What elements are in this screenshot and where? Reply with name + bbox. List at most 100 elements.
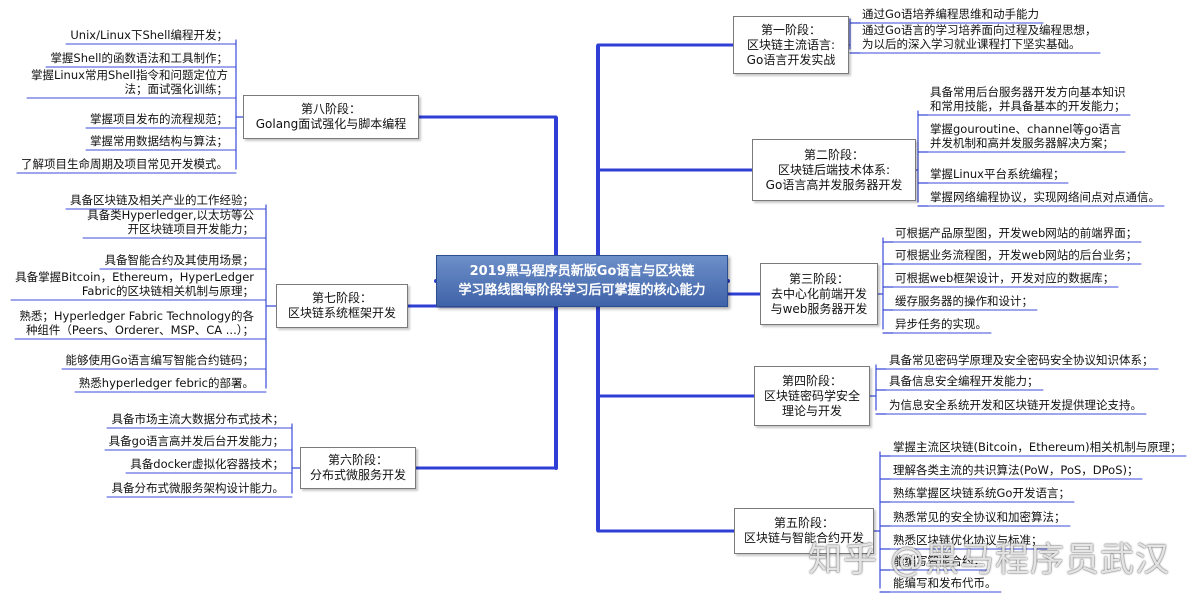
stage-node-s6[interactable]: 第六阶段：分布式微服务开发 [300,447,416,489]
stage-ability-item: 具备智能合约及其使用场景； [105,253,255,267]
stage-ability-item: 为信息安全系统开发和区块链开发提供理论支持。 [889,398,1142,412]
center-topic[interactable]: 2019黑马程序员新版Go语言与区块链 学习路线图每阶段学习后可掌握的核心能力 [436,255,728,307]
stage-ability-item: 具备信息安全编程开发能力； [889,374,1039,388]
stage-ability-item: 具备类Hyperledger,以太坊等公开区块链项目开发能力； [87,208,254,236]
stage-node-s5[interactable]: 第五阶段：区块链与智能合约开发 [734,508,874,554]
stage-title-line: 第一阶段： [760,22,821,37]
ability-text: Fabric的区块链相关机制与原理； [81,284,254,298]
stage-title-line: 第五阶段： [773,516,834,530]
stage-ability-item: 异步任务的实现。 [895,317,987,331]
stage-ability-item: 能编写智能合约； [893,554,985,568]
stage-title-line: 第八阶段： [300,102,361,116]
stage-title-line: Golang面试强化与脚本编程 [255,117,407,131]
stage-node-s1[interactable]: 第一阶段：区块链主流语言:Go语言开发实战 [733,16,849,74]
stage-ability-item: 缓存服务器的操作和设计； [895,294,1033,308]
ability-text: 法；面试强化训练； [124,82,229,96]
stage-title-line: 分布式微服务开发 [309,468,406,482]
ability-text: 异步任务的实现。 [895,317,987,331]
ability-text: 具备常见密码学原理及安全密码安全协议知识体系； [889,353,1154,367]
stage-node-s2[interactable]: 第二阶段：区块链后端技术体系:Go语言高并发服务器开发 [752,139,916,201]
stage-ability-item: 可根据业务流程图，开发web网站的后台业务； [895,248,1137,262]
ability-text: 掌握项目发布的流程规范； [90,112,228,126]
stage-ability-item: 能够使用Go语言编写智能合约链码； [66,353,254,367]
stage-title-line: 第四阶段： [781,373,842,388]
ability-text: 通过Go语培养编程思维和动手能力 [862,7,1039,21]
stage-title-line: 区块链密码学安全 [763,388,860,403]
stage-ability-item: 熟悉hyperledger febric的部署。 [79,376,254,390]
ability-text: 具备常用后台服务器开发方向基本知识 [930,85,1126,99]
ability-text: 可根据web框架设计，开发对应的数据库； [895,271,1115,285]
stage-title-line: 区块链与智能合约开发 [743,531,864,545]
ability-text: 具备分布式微服务架构设计能力。 [111,481,285,495]
ability-text: 种组件（Peers、Orderer、MSP、CA ...）； [25,323,254,337]
ability-text: 熟悉常见的安全协议和加密算法； [893,510,1066,524]
ability-text: Unix/Linux下Shell编程开发； [70,28,228,42]
stage-title-line: 区块链主流语言: [746,37,836,52]
stage-ability-item: 具备go语言高并发后台开发能力； [109,434,284,448]
stage-ability-item: 熟悉；Hyperledger Fabric Technology的各种组件（Pe… [19,309,254,337]
stage-title-line: 区块链系统框架开发 [287,306,396,320]
ability-text: 通过Go语言的学习培养面向过程及编程思想， [862,23,1097,37]
ability-text: 缓存服务器的操作和设计； [895,294,1033,308]
ability-text: 具备掌握Bitcoin，Ethereum，HyperLedger [15,270,254,284]
stage-title-line: 去中心化前端开发 [770,286,867,301]
stage-title-line: 第七阶段： [311,291,372,305]
stage-ability-item: 可根据产品原型图，开发web网站的前端界面； [895,226,1137,240]
ability-text: 熟练掌握区块链系统Go开发语言； [893,486,1070,500]
ability-text: 能编写智能合约； [893,554,985,568]
ability-text: 具备go语言高并发后台开发能力； [108,434,284,448]
stage-title-line: Go语言高并发服务器开发 [765,177,903,192]
ability-text: 和常用技能，并具备基本的开发能力； [930,99,1126,113]
stage-ability-item: 能编写和发布代币。 [893,576,997,590]
ability-text: 具备类Hyperledger,以太坊等公 [87,208,254,222]
ability-text: 掌握主流区块链(Bitcoin，Ethereum)相关机制与原理； [893,440,1182,454]
stage-title-line: 第三阶段： [788,271,849,286]
stage-node-s3[interactable]: 第三阶段：去中心化前端开发与web服务器开发 [760,263,878,325]
ability-text: 为信息安全系统开发和区块链开发提供理论支持。 [889,398,1142,412]
ability-text: 掌握Linux平台系统编程； [930,167,1065,181]
ability-text: 为以后的深入学习就业课程打下坚实基础。 [862,37,1081,51]
stage-ability-item: 具备常用后台服务器开发方向基本知识和常用技能，并具备基本的开发能力； [930,85,1126,113]
stage-ability-item: 掌握常用数据结构与算法； [90,134,228,148]
ability-text: 具备docker虚拟化容器技术； [130,457,284,471]
stage-title-line: 理论与开发 [781,403,842,418]
ability-text: 掌握Shell的函数语法和工具制作； [50,51,228,65]
ability-text: 掌握Linux常用Shell指令和问题定位方 [30,68,228,82]
ability-text: 可根据产品原型图，开发web网站的前端界面； [895,226,1138,240]
ability-text: 掌握网络编程协议，实现网络间点对点通信。 [930,190,1160,204]
ability-text: 具备市场主流大数据分布式技术； [111,412,285,426]
ability-text: 掌握常用数据结构与算法； [90,134,228,148]
ability-text: 掌握gouroutine、channel等go语言 [930,122,1122,136]
stage-ability-item: 具备市场主流大数据分布式技术； [112,412,285,426]
stage-title-line: 与web服务器开发 [770,301,868,316]
stage-ability-item: 通过Go语言的学习培养面向过程及编程思想，为以后的深入学习就业课程打下坚实基础。 [862,23,1096,51]
stage-ability-item: 了解项目生命周期及项目常见开发模式。 [21,157,228,171]
ability-text: 了解项目生命周期及项目常见开发模式。 [21,157,228,171]
stage-ability-item: 掌握Linux常用Shell指令和问题定位方法；面试强化训练； [31,68,228,96]
stage-ability-item: 理解各类主流的共识算法(PoW，PoS，DPoS)； [893,463,1138,477]
stage-ability-item: 具备常见密码学原理及安全密码安全协议知识体系； [889,353,1154,367]
stage-node-s4[interactable]: 第四阶段：区块链密码学安全理论与开发 [754,366,870,426]
stage-ability-item: 具备分布式微服务架构设计能力。 [112,481,285,495]
stage-ability-item: 掌握Shell的函数语法和工具制作； [50,51,228,65]
stage-ability-item: 掌握项目发布的流程规范； [90,112,228,126]
ability-text: 具备智能合约及其使用场景； [104,253,255,267]
stage-title-line: 第六阶段： [327,453,388,467]
stage-ability-item: 掌握主流区块链(Bitcoin，Ethereum)相关机制与原理； [893,440,1182,454]
stage-ability-item: 具备区块链及相关产业的工作经验； [70,193,254,207]
ability-text: 熟悉区块链优化协议与标准； [893,533,1043,547]
ability-text: 熟悉；Hyperledger Fabric Technology的各 [19,309,254,323]
ability-text: 具备区块链及相关产业的工作经验； [70,193,254,207]
stage-ability-item: 通过Go语培养编程思维和动手能力 [862,7,1039,21]
ability-text: 理解各类主流的共识算法(PoW，PoS，DPoS)； [893,463,1139,477]
stage-node-s8[interactable]: 第八阶段：Golang面试强化与脚本编程 [243,95,419,139]
stage-ability-item: 掌握gouroutine、channel等go语言并发机制和高并发服务器解决方案… [930,122,1121,150]
ability-text: 具备信息安全编程开发能力； [889,374,1039,388]
stage-node-s7[interactable]: 第七阶段：区块链系统框架开发 [276,284,408,328]
stage-title-line: 区块链后端技术体系: [777,162,891,177]
stage-ability-item: 可根据web框架设计，开发对应的数据库； [895,271,1114,285]
stage-title-line: 第二阶段： [803,147,864,162]
stage-ability-item: 掌握Linux平台系统编程； [930,167,1064,181]
